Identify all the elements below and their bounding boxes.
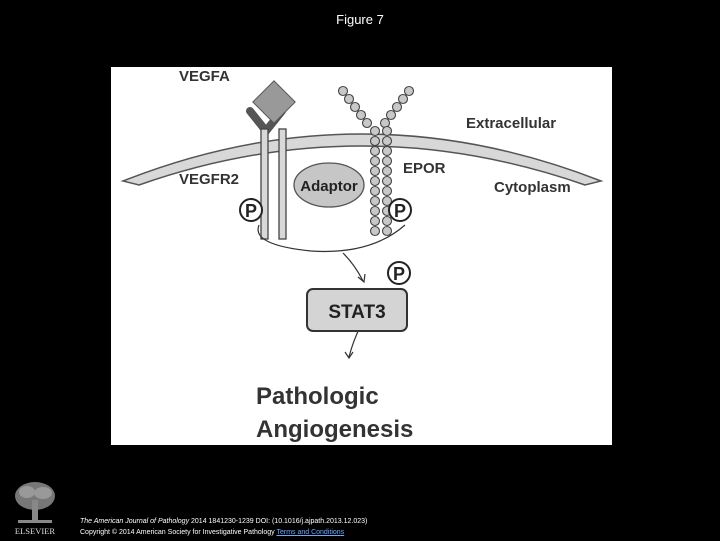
stat3-label: STAT3 (328, 302, 385, 323)
vegfr2-label: VEGFR2 (179, 171, 239, 188)
extracellular-label: Extracellular (466, 115, 556, 132)
signaling-diagram: P P P VEGFA Extracellular VEGFR2 Adaptor… (111, 67, 612, 445)
phospho-label: P (393, 264, 405, 284)
copyright-line: Copyright © 2014 American Society for In… (80, 527, 367, 538)
citation-line: The American Journal of Pathology 2014 1… (80, 516, 367, 527)
phospho-marker-epor: P (389, 199, 411, 221)
cytoplasm-label: Cytoplasm (494, 179, 571, 196)
terms-link[interactable]: Terms and Conditions (276, 529, 344, 536)
phospho-marker-vegfr2: P (240, 199, 262, 221)
outcome-line-2: Angiogenesis (256, 416, 413, 443)
logo-text: ELSEVIER (15, 526, 55, 536)
epor-label: EPOR (403, 160, 446, 177)
citation: The American Journal of Pathology 2014 1… (80, 516, 367, 538)
citation-details: 2014 1841230-1239 DOI: (10.1016/j.ajpath… (189, 518, 367, 525)
vegfa-label: VEGFA (179, 68, 230, 85)
phospho-label: P (245, 201, 257, 221)
phospho-marker-stat3: P (388, 262, 410, 284)
elsevier-logo: ELSEVIER (6, 478, 64, 536)
journal-name: The American Journal of Pathology (80, 518, 189, 525)
stat3-activation-arrow (343, 253, 363, 281)
slide-title: Figure 7 (0, 12, 720, 27)
phospho-label: P (394, 201, 406, 221)
outcome-line-1: Pathologic (256, 383, 379, 410)
copyright-text: Copyright © 2014 American Society for In… (80, 529, 276, 536)
adaptor-label: Adaptor (300, 178, 358, 195)
